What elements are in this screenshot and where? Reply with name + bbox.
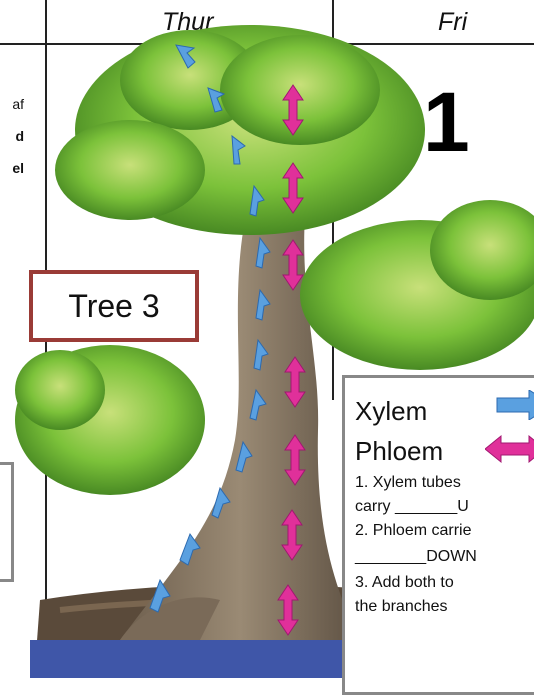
legend-xylem-label: Xylem bbox=[355, 396, 427, 427]
legend-q2-line2: ________DOWN bbox=[355, 548, 477, 566]
legend-q1-line1: 1. Xylem tubes bbox=[355, 474, 461, 492]
left-empty-box bbox=[0, 462, 14, 582]
xylem-legend-arrow-icon bbox=[495, 390, 534, 420]
phloem-legend-arrow-icon bbox=[485, 434, 534, 464]
legend-phloem-label: Phloem bbox=[355, 436, 443, 467]
legend-panel: Xylem Phloem 1. Xylem tubes carry ______… bbox=[342, 375, 534, 695]
legend-q1-line2: carry _______U bbox=[355, 498, 469, 516]
legend-q3-line1: 3. Add both to bbox=[355, 574, 454, 592]
day-number: 1 bbox=[423, 74, 470, 171]
legend-q3-line2: the branches bbox=[355, 598, 448, 616]
legend-q2-line1: 2. Phloem carrie bbox=[355, 522, 472, 540]
tree-label: Tree 3 bbox=[29, 270, 199, 342]
